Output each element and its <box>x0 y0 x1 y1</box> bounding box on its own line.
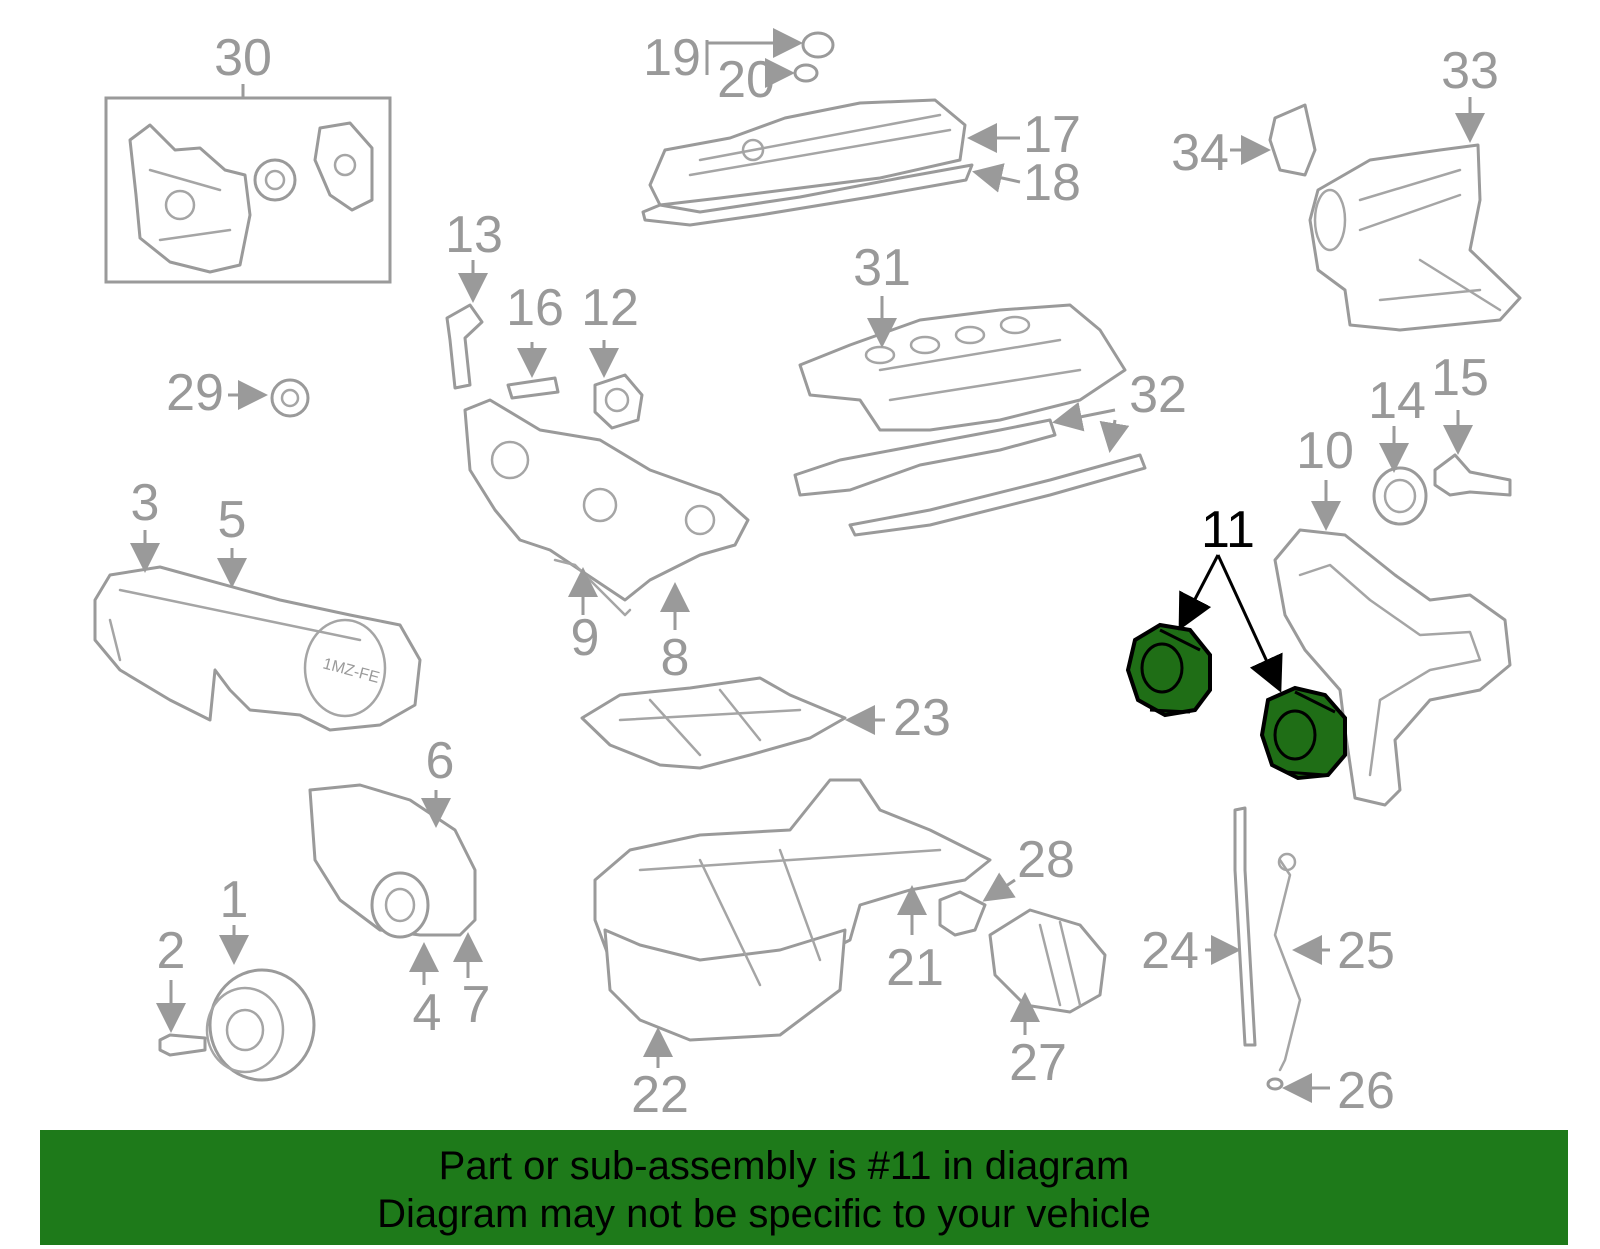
callout-25: 25 <box>1337 922 1395 980</box>
part-22-oil-pan: 21 22 <box>593 778 992 1124</box>
part-16-bolt: 16 <box>506 279 564 400</box>
callout-16: 16 <box>506 279 564 337</box>
part-23-oil-baffle: 23 <box>580 676 951 770</box>
callout-20: 20 <box>717 51 775 109</box>
part-24-25-26-dipstick: 24 25 26 <box>1141 806 1395 1120</box>
callout-6: 6 <box>426 732 455 790</box>
callout-14: 14 <box>1368 372 1426 430</box>
callout-12: 12 <box>581 279 639 337</box>
part-17-18-valve-cover: 17 18 <box>641 98 1081 227</box>
callout-4: 4 <box>413 984 442 1042</box>
callout-32: 32 <box>1129 366 1187 424</box>
part-3-5-timing-belt-cover: 1MZ-FE 3 5 <box>93 474 422 732</box>
part-30-gasket-kit: 30 <box>104 29 392 284</box>
callout-5: 5 <box>218 491 247 549</box>
part-28-27-oil-filter: 28 27 <box>938 831 1107 1092</box>
part-33-intake-plenum: 33 34 <box>1171 42 1522 332</box>
callout-29: 29 <box>166 364 224 422</box>
part-1-crankshaft-pulley: 1 2 <box>156 871 316 1082</box>
part-14-15-tensioner: 14 15 <box>1368 349 1512 526</box>
banner-disclaimer: Diagram may not be specific to your vehi… <box>377 1192 1151 1236</box>
callout-15: 15 <box>1431 349 1489 407</box>
callout-30: 30 <box>214 29 272 87</box>
part-19-20-oil-filler-cap: 19 20 <box>643 28 835 109</box>
info-banner: Part or sub-assembly is #11 in diagram D… <box>40 1130 1568 1245</box>
callout-26: 26 <box>1337 1062 1395 1120</box>
engine-parts-diagram: 30 19 20 17 18 33 34 13 <box>93 28 1522 1124</box>
part-8-timing-cover: 9 8 <box>463 398 750 687</box>
callout-23: 23 <box>893 689 951 747</box>
callout-18: 18 <box>1023 154 1081 212</box>
callout-27: 27 <box>1009 1034 1067 1092</box>
banner-part-note: Part or sub-assembly is #11 in diagram <box>438 1144 1130 1188</box>
callout-22: 22 <box>631 1066 689 1124</box>
callout-28: 28 <box>1017 831 1075 889</box>
part-31-intake-manifold: 31 32 <box>793 239 1187 537</box>
part-29-crank-gear: 29 <box>166 364 310 422</box>
callout-21: 21 <box>886 939 944 997</box>
part-10-timing-belt: 10 <box>1273 422 1512 807</box>
callout-1: 1 <box>220 871 249 929</box>
callout-34: 34 <box>1171 124 1229 182</box>
callout-8: 8 <box>661 629 690 687</box>
callout-11: 11 <box>1201 501 1255 559</box>
callout-33: 33 <box>1441 42 1499 100</box>
part-13-water-outlet: 13 <box>445 206 503 390</box>
callout-19: 19 <box>643 29 701 87</box>
callout-3: 3 <box>131 474 160 532</box>
callout-10: 10 <box>1296 422 1354 480</box>
part-11-camshaft-timing-pulley: 11 <box>1125 501 1347 781</box>
callout-13: 13 <box>445 206 503 264</box>
callout-24: 24 <box>1141 922 1199 980</box>
callout-2: 2 <box>157 922 186 980</box>
callout-17: 17 <box>1023 106 1081 164</box>
callout-31: 31 <box>853 239 911 297</box>
callout-7: 7 <box>462 976 491 1034</box>
callout-9: 9 <box>571 609 600 667</box>
part-6-oil-pump: 6 4 7 <box>308 732 491 1042</box>
part-12-idler-pulley: 12 <box>581 279 644 430</box>
